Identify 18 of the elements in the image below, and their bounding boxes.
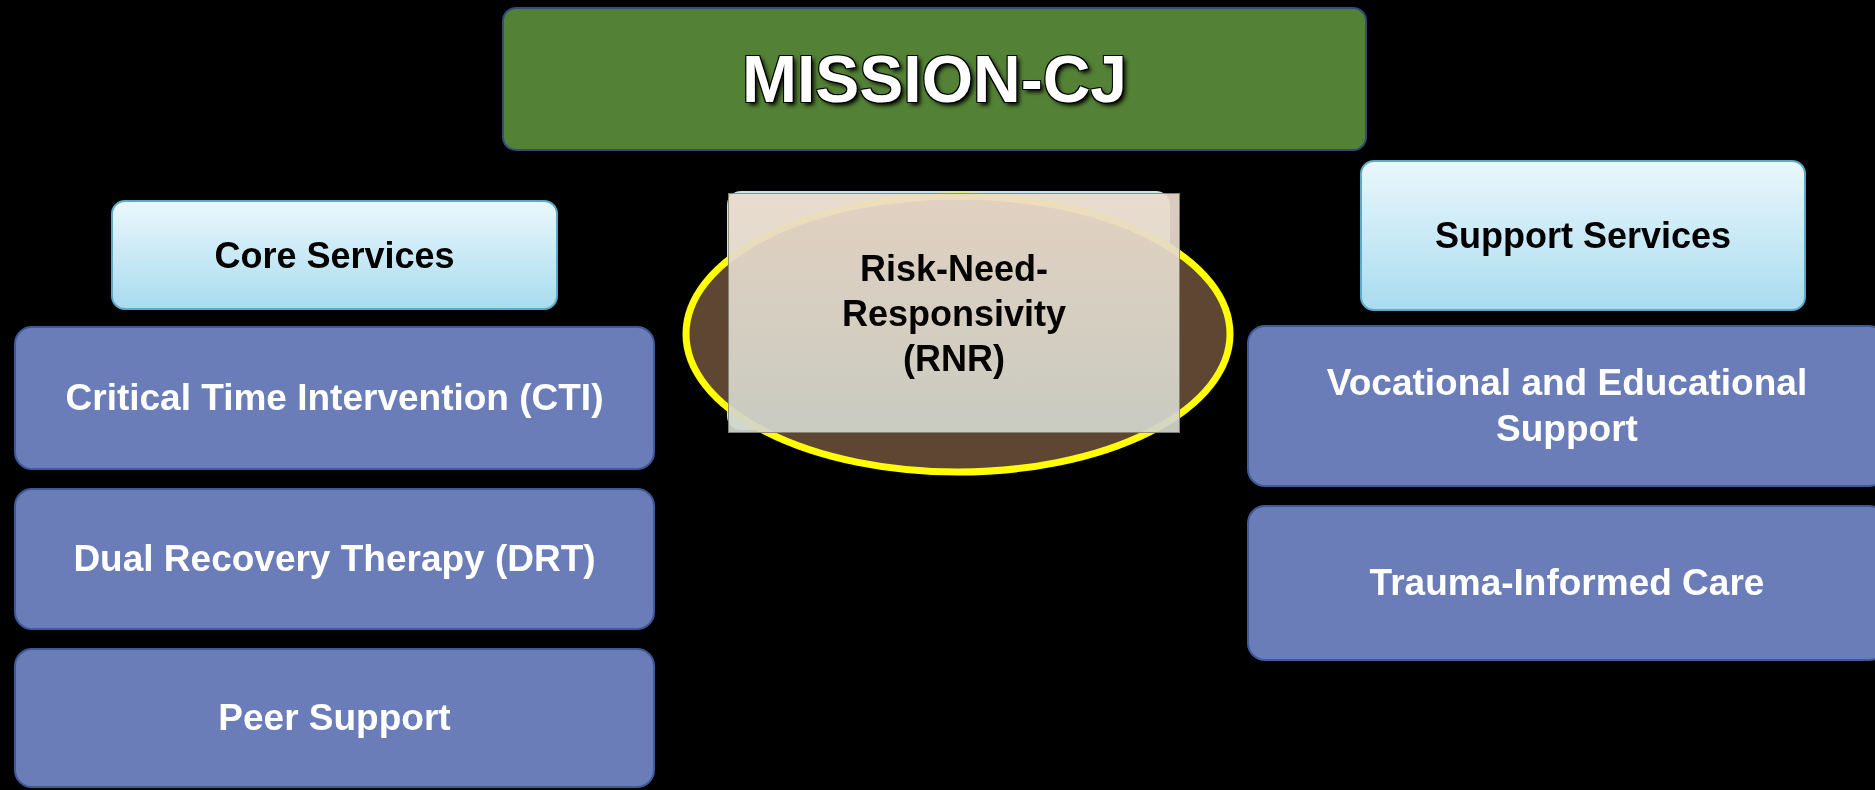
- node-label: Risk-Need-Responsivity (RNR): [840, 246, 1068, 381]
- service-box: [14, 648, 655, 788]
- service-box: [14, 326, 655, 470]
- category-header: [1360, 160, 1806, 311]
- title-box: [502, 7, 1367, 151]
- node-label: Support Services: [1434, 214, 1732, 258]
- framework-box: [728, 193, 1180, 433]
- node-label: Core Services: [214, 233, 455, 278]
- category-header: [111, 200, 558, 310]
- node-label: Dual Recovery Therapy (DRT): [73, 536, 596, 581]
- node-label: MISSION-CJ: [741, 40, 1127, 118]
- node-label: Trauma-Informed Care: [1369, 560, 1765, 605]
- service-box: [1247, 325, 1875, 487]
- node-label: Vocational and Educational Support: [1325, 360, 1809, 451]
- service-box: [14, 488, 655, 630]
- node-label: Peer Support: [218, 695, 451, 740]
- node-label: Critical Time Intervention (CTI): [65, 375, 604, 420]
- service-box: [1247, 505, 1875, 661]
